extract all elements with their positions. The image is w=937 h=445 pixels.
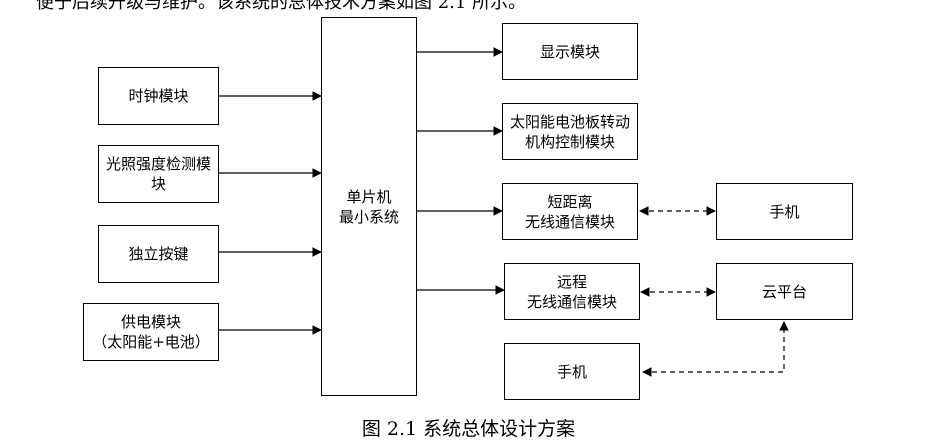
clock-module-box: 时钟模块 — [98, 67, 219, 125]
power-module-label-line1: 供电模块 — [120, 313, 181, 331]
cloud-platform-box: 云平台 — [716, 263, 853, 320]
solar-control-label-line1: 太阳能电池板转动 — [509, 112, 630, 131]
light-sensor-label-line2: 块 — [150, 175, 166, 193]
short-range-wireless-box: 短距离 无线通信模块 — [502, 183, 638, 240]
short-range-label-line1: 短距离 — [547, 192, 593, 211]
mcu-box: 单片机 最小系统 — [321, 17, 417, 396]
power-module-label-line2: （太阳能+电池） — [92, 333, 210, 351]
bottom-phone-box: 手机 — [504, 343, 640, 400]
display-module-label: 显示模块 — [539, 42, 600, 61]
clock-module-label: 时钟模块 — [128, 87, 189, 105]
light-sensor-module-box: 光照强度检测模 块 — [98, 145, 219, 203]
cloud-platform-label: 云平台 — [761, 282, 807, 301]
remote-label-line1: 远程 — [556, 272, 587, 291]
intro-text: 便于后续升级与维护。该系统的总体技术方案如图 2.1 所示。 — [36, 0, 527, 13]
power-module-box: 供电模块 （太阳能+电池） — [83, 303, 219, 361]
phone-box: 手机 — [716, 183, 853, 240]
remote-label-line2: 无线通信模块 — [526, 292, 617, 311]
solar-control-module-box: 太阳能电池板转动 机构控制模块 — [502, 103, 638, 160]
keys-module-box: 独立按键 — [98, 225, 219, 283]
remote-wireless-box: 远程 无线通信模块 — [504, 263, 640, 320]
light-sensor-label-line1: 光照强度检测模 — [105, 155, 211, 173]
mcu-label-line2: 最小系统 — [338, 207, 399, 226]
solar-control-label-line2: 机构控制模块 — [524, 132, 615, 151]
short-range-label-line2: 无线通信模块 — [524, 212, 615, 231]
dashed-cloud-phone — [642, 321, 789, 377]
display-module-box: 显示模块 — [502, 23, 638, 80]
figure-caption: 图 2.1 系统总体设计方案 — [361, 418, 576, 440]
mcu-label-line1: 单片机 — [346, 187, 392, 206]
keys-module-label: 独立按键 — [128, 245, 189, 263]
bottom-phone-label: 手机 — [556, 362, 587, 381]
phone-label: 手机 — [769, 202, 800, 221]
